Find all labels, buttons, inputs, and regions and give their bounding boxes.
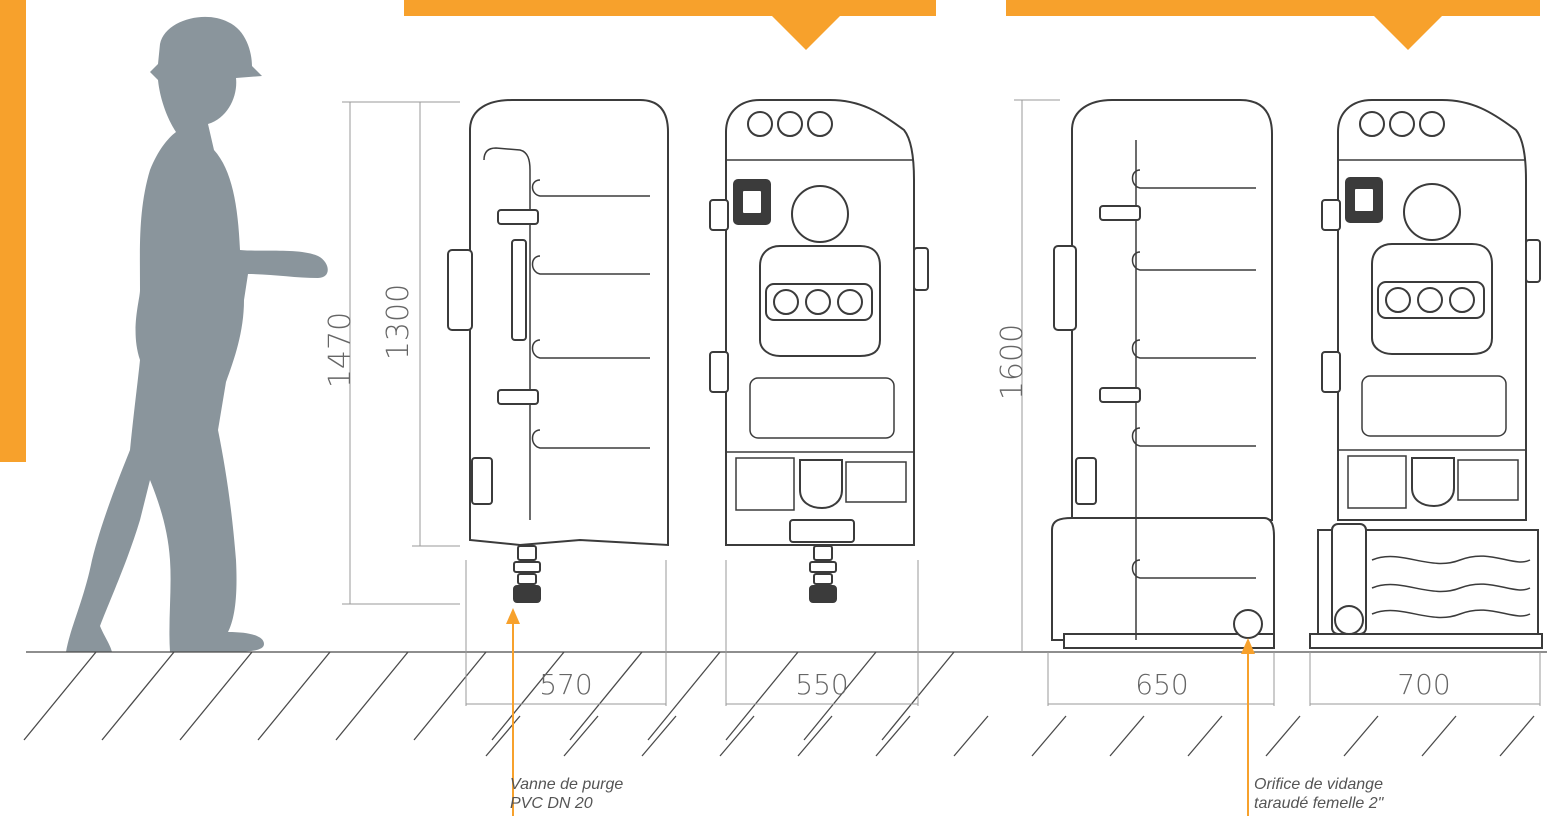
hatch-stroke — [641, 715, 677, 757]
hatch-stroke — [803, 651, 877, 741]
hatch-stroke — [1109, 715, 1145, 757]
banner-left — [404, 0, 936, 50]
hatch-stroke — [1265, 715, 1301, 757]
left-accent-bar — [0, 0, 26, 462]
dim-width-side-large: 650 — [1135, 668, 1188, 701]
hatch-stroke — [257, 651, 331, 741]
dim-width-front-large: 700 — [1397, 668, 1450, 701]
hatch-stroke — [1421, 715, 1457, 757]
hatch-stroke — [485, 715, 521, 757]
valve-callout: Vanne de purge PVC DN 20 — [510, 775, 623, 813]
hatch-stroke — [875, 715, 911, 757]
dimension-lines — [342, 99, 1541, 706]
hatch-stroke — [797, 715, 833, 757]
hatch-stroke — [413, 651, 487, 741]
tank-side-large — [1051, 99, 1275, 649]
tank-front-large — [1309, 99, 1543, 649]
valve-callout-line1: Vanne de purge — [510, 776, 624, 793]
hatch-stroke — [563, 715, 599, 757]
hatch-stroke — [719, 715, 755, 757]
worker-silhouette-icon — [66, 16, 328, 652]
hatch-stroke — [335, 651, 409, 741]
dim-height-body-small: 1300 — [381, 284, 416, 360]
dim-width-front-small: 550 — [795, 668, 848, 701]
hatch-stroke — [23, 651, 97, 741]
hatch-stroke — [1187, 715, 1223, 757]
dim-height-large: 1600 — [995, 324, 1030, 400]
hatch-stroke — [953, 715, 989, 757]
drain-valve-icon — [513, 545, 541, 603]
dim-width-side-small: 570 — [539, 668, 592, 701]
banner-right — [1006, 0, 1540, 50]
callout-pointers — [506, 608, 1255, 816]
hatch-stroke — [1343, 715, 1379, 757]
tank-side-small — [447, 99, 669, 603]
hatch-stroke — [101, 651, 175, 741]
valve-pointer-arrow — [506, 608, 520, 624]
drain-port-icon — [1233, 609, 1263, 639]
tank-front-small — [709, 99, 929, 603]
hatch-stroke — [647, 651, 721, 741]
header-banners — [0, 0, 1540, 462]
valve-callout-line2: PVC DN 20 — [510, 795, 593, 812]
drain-callout-line2: taraudé femelle 2" — [1254, 795, 1384, 812]
hatch-stroke — [725, 651, 799, 741]
hatch-stroke — [491, 651, 565, 741]
ground-hatch-lower — [485, 715, 1535, 757]
hatch-stroke — [569, 651, 643, 741]
hatch-stroke — [179, 651, 253, 741]
hatch-stroke — [1031, 715, 1067, 757]
drain-callout: Orifice de vidange taraudé femelle 2" — [1254, 775, 1383, 813]
drain-callout-line1: Orifice de vidange — [1254, 776, 1383, 793]
hatch-stroke — [1499, 715, 1535, 757]
drain-pointer-arrow — [1241, 638, 1255, 654]
drain-valve-icon-front — [809, 545, 837, 603]
dim-height-total-small: 1470 — [323, 312, 358, 388]
